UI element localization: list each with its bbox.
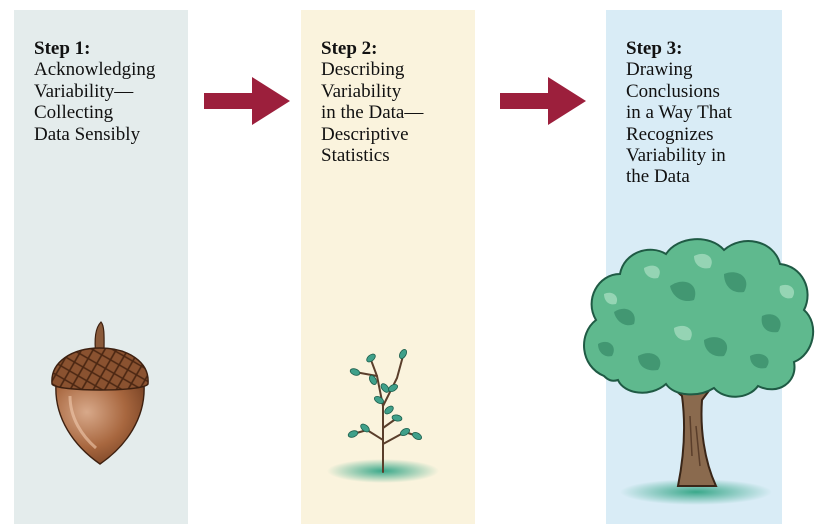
step-3-text: Step 3: Drawing Conclusions in a Way Tha… <box>626 38 778 188</box>
step-1-title: Step 1: <box>34 38 91 59</box>
step-3-line: in a Way That <box>626 102 732 124</box>
step-3-line: Recognizes <box>626 123 714 145</box>
step-2-line: Variability <box>321 80 402 102</box>
acorn-icon <box>51 321 149 465</box>
oak-tree-icon <box>583 238 814 505</box>
step-2-line: Describing <box>321 59 405 81</box>
step-3-title: Step 3: <box>626 38 683 59</box>
step-1-line: Variability— <box>34 80 134 102</box>
right-arrow-icon <box>500 77 586 125</box>
step-1-line: Collecting <box>34 102 114 124</box>
step-3-line: Drawing <box>626 59 693 81</box>
step-3-line: the Data <box>626 166 690 188</box>
step-1-line: Acknowledging <box>34 59 156 81</box>
step-2-line: Statistics <box>321 145 390 167</box>
step-3-line: Conclusions <box>626 80 720 102</box>
step-2-line: in the Data— <box>321 102 424 124</box>
step-2-panel: Step 2: Describing Variability in the Da… <box>301 10 475 524</box>
step-3-line: Variability in <box>626 145 726 167</box>
right-arrow-icon <box>204 77 290 125</box>
step-2-text: Step 2: Describing Variability in the Da… <box>321 38 471 166</box>
step-2-title: Step 2: <box>321 38 378 59</box>
step-1-text: Step 1: Acknowledging Variability— Colle… <box>34 38 184 145</box>
seedling-icon <box>327 349 439 483</box>
step-1-line: Data Sensibly <box>34 123 141 145</box>
step-2-line: Descriptive <box>321 123 409 145</box>
